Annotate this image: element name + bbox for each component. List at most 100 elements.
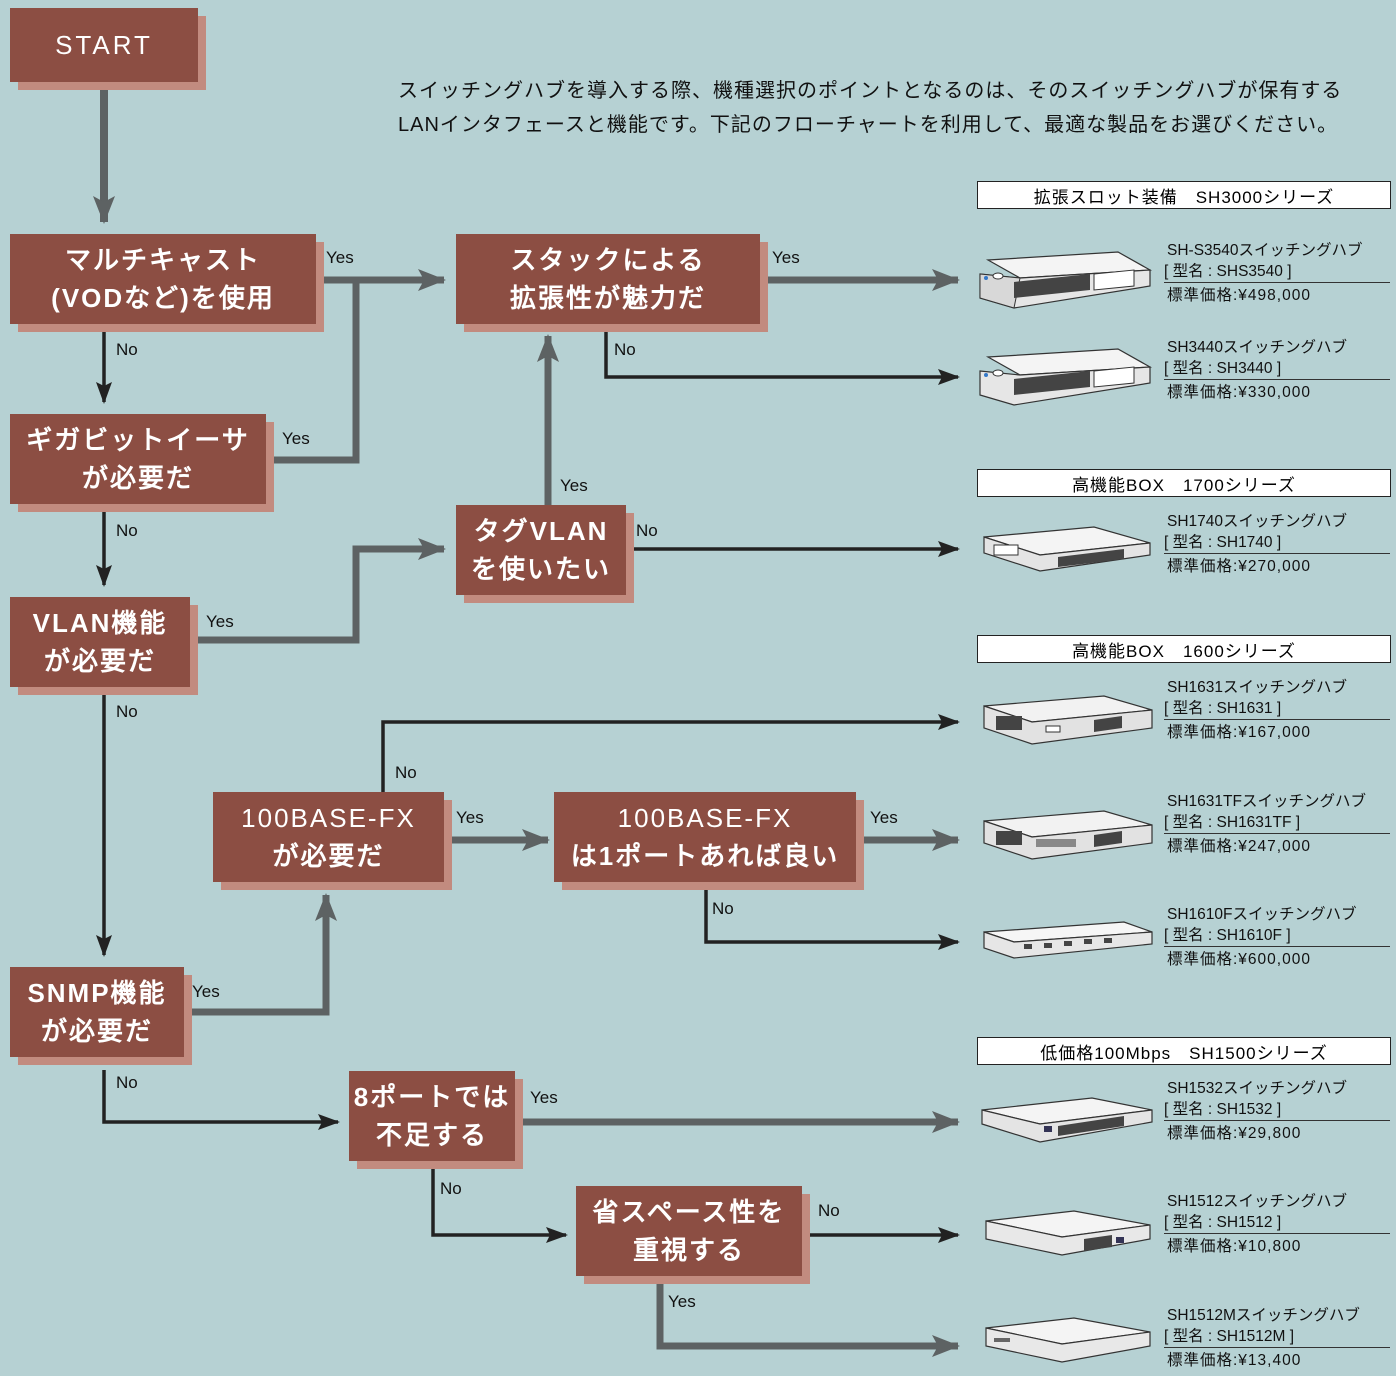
product-sh1610f: SH1610Fスイッチングハブ [ 型名 : SH1610F ] 標準価格:¥6…: [1164, 904, 1390, 973]
connector-vlan-tagvlan: [190, 538, 446, 644]
label-no-vlan: No: [116, 702, 138, 721]
product-name: SH1631TFスイッチングハブ: [1167, 793, 1366, 810]
node-port8-line1: 8ポートでは: [353, 1082, 511, 1112]
product-price: 標準価格:¥270,000: [1167, 558, 1311, 575]
node-multicast-line1: マルチキャスト: [64, 245, 261, 275]
product-sh1532: SH1532スイッチングハブ [ 型名 : SH1532 ] 標準価格:¥29,…: [1164, 1078, 1390, 1147]
connector-port8-space: [431, 1162, 568, 1243]
node-stack-line2: 拡張性が魅力だ: [509, 283, 706, 313]
switch-image-sh1631tf: [983, 810, 1153, 860]
node-port8: 8ポートでは 不足する: [349, 1071, 515, 1161]
node-space: 省スペース性を 重視する: [576, 1186, 802, 1276]
connector-fx-sh1631: [381, 714, 960, 792]
label-no-multicast: No: [116, 340, 138, 359]
connector-gigabit-stack: [268, 280, 360, 464]
product-name: SH1532スイッチングハブ: [1167, 1080, 1348, 1097]
product-name: SH1631スイッチングハブ: [1167, 679, 1348, 696]
node-fx-line2: が必要だ: [272, 841, 385, 871]
product-model: [ 型名 : SH1631TF ]: [1164, 812, 1390, 834]
product-sh1740: SH1740スイッチングハブ [ 型名 : SH1740 ] 標準価格:¥270…: [1164, 511, 1390, 580]
product-sh3440: SH3440スイッチングハブ [ 型名 : SH3440 ] 標準価格:¥330…: [1164, 337, 1390, 406]
label-no-stack: No: [614, 340, 636, 359]
product-model: [ 型名 : SHS3540 ]: [1164, 261, 1390, 283]
product-price: 標準価格:¥498,000: [1167, 287, 1311, 304]
product-model: [ 型名 : SH1512 ]: [1164, 1212, 1390, 1234]
connector-fx1port-sh1610f: [704, 888, 960, 950]
switch-image-sh1631: [983, 695, 1153, 745]
node-gigabit-line2: が必要だ: [81, 463, 194, 493]
switch-image-sh1532: [981, 1097, 1153, 1143]
product-name: SH1512Mスイッチングハブ: [1167, 1307, 1360, 1324]
node-vlan-line1: VLAN機能: [32, 608, 168, 638]
label-no-port8: No: [440, 1179, 462, 1198]
product-price: 標準価格:¥247,000: [1167, 838, 1311, 855]
label-no-gigabit: No: [116, 521, 138, 540]
label-yes-vlan: Yes: [206, 612, 234, 631]
node-fx1port-line1: 100BASE-FX: [617, 803, 793, 833]
product-sh1512: SH1512スイッチングハブ [ 型名 : SH1512 ] 標準価格:¥10,…: [1164, 1191, 1390, 1260]
series-header-1700: 高機能BOX 1700シリーズ: [977, 469, 1391, 497]
node-gigabit-line1: ギガビットイーサ: [26, 425, 250, 455]
label-yes-fx1port: Yes: [870, 808, 898, 827]
switch-image-sh1740: [983, 526, 1151, 572]
label-no-fx: No: [395, 763, 417, 782]
node-start: START: [10, 8, 198, 82]
node-port8-line2: 不足する: [375, 1120, 488, 1150]
node-snmp-line1: SNMP機能: [27, 978, 167, 1008]
label-yes-port8: Yes: [530, 1088, 558, 1107]
node-start-line1: START: [55, 30, 153, 60]
series-header-sh1500: 低価格100Mbps SH1500シリーズ: [977, 1037, 1391, 1065]
label-yes-gigabit: Yes: [282, 429, 310, 448]
label-yes-snmp: Yes: [192, 982, 220, 1001]
product-model: [ 型名 : SH1532 ]: [1164, 1099, 1390, 1121]
switch-image-shs3540: [979, 251, 1153, 309]
product-model: [ 型名 : SH3440 ]: [1164, 358, 1390, 380]
label-yes-fx: Yes: [456, 808, 484, 827]
switch-image-sh1512: [985, 1210, 1151, 1256]
node-fx1port-line2: は1ポートあれば良い: [570, 841, 840, 871]
switch-image-sh1512m: [985, 1317, 1151, 1363]
connector-space-sh1512m: [656, 1277, 960, 1357]
node-stack-line1: スタックによる: [510, 245, 706, 275]
label-yes-tagvlan: Yes: [560, 476, 588, 495]
label-no-space: No: [818, 1201, 840, 1220]
product-name: SH1512スイッチングハブ: [1167, 1193, 1348, 1210]
node-tagvlan-line2: を使いたい: [470, 554, 611, 584]
node-fx1port: 100BASE-FX は1ポートあれば良い: [554, 792, 856, 882]
node-vlan-line2: が必要だ: [43, 646, 156, 676]
node-tagvlan-line1: タグVLAN: [473, 516, 609, 546]
node-snmp: SNMP機能 が必要だ: [10, 967, 184, 1057]
label-no-tagvlan: No: [636, 521, 658, 540]
label-yes-space: Yes: [668, 1292, 696, 1311]
product-model: [ 型名 : SH1740 ]: [1164, 532, 1390, 554]
node-space-line2: 重視する: [632, 1235, 745, 1265]
node-vlan: VLAN機能 が必要だ: [10, 597, 190, 687]
intro-text: スイッチングハブを導入する際、機種選択のポイントとなるのは、そのスイッチングハブ…: [398, 80, 1343, 136]
product-price: 標準価格:¥330,000: [1167, 384, 1311, 401]
product-shs3540: SH-S3540スイッチングハブ [ 型名 : SHS3540 ] 標準価格:¥…: [1164, 240, 1390, 309]
label-yes-multicast: Yes: [326, 248, 354, 267]
product-price: 標準価格:¥167,000: [1167, 724, 1311, 741]
series-header-sh3000: 拡張スロット装備 SH3000シリーズ: [977, 181, 1391, 209]
label-yes-stack: Yes: [772, 248, 800, 267]
product-model: [ 型名 : SH1512M ]: [1164, 1326, 1390, 1348]
product-name: SH1740スイッチングハブ: [1167, 513, 1348, 530]
product-sh1631tf: SH1631TFスイッチングハブ [ 型名 : SH1631TF ] 標準価格:…: [1164, 791, 1390, 860]
connector-stack-sh3440: [604, 330, 960, 385]
product-name: SH3440スイッチングハブ: [1167, 339, 1348, 356]
node-multicast-line2: (VODなど)を使用: [51, 283, 275, 313]
node-tagvlan: タグVLAN を使いたい: [456, 505, 626, 595]
product-price: 標準価格:¥10,800: [1167, 1238, 1302, 1255]
connector-snmp-port8: [102, 1070, 340, 1130]
node-fx: 100BASE-FX が必要だ: [213, 792, 444, 882]
product-name: SH1610Fスイッチングハブ: [1167, 906, 1357, 923]
product-model: [ 型名 : SH1610F ]: [1164, 925, 1390, 947]
product-price: 標準価格:¥29,800: [1167, 1125, 1302, 1142]
switch-image-sh1610f: [983, 921, 1153, 959]
label-no-fx1port: No: [712, 899, 734, 918]
product-price: 標準価格:¥13,400: [1167, 1352, 1302, 1369]
label-no-snmp: No: [116, 1073, 138, 1092]
node-gigabit: ギガビットイーサ が必要だ: [10, 414, 266, 504]
product-price: 標準価格:¥600,000: [1167, 951, 1311, 968]
